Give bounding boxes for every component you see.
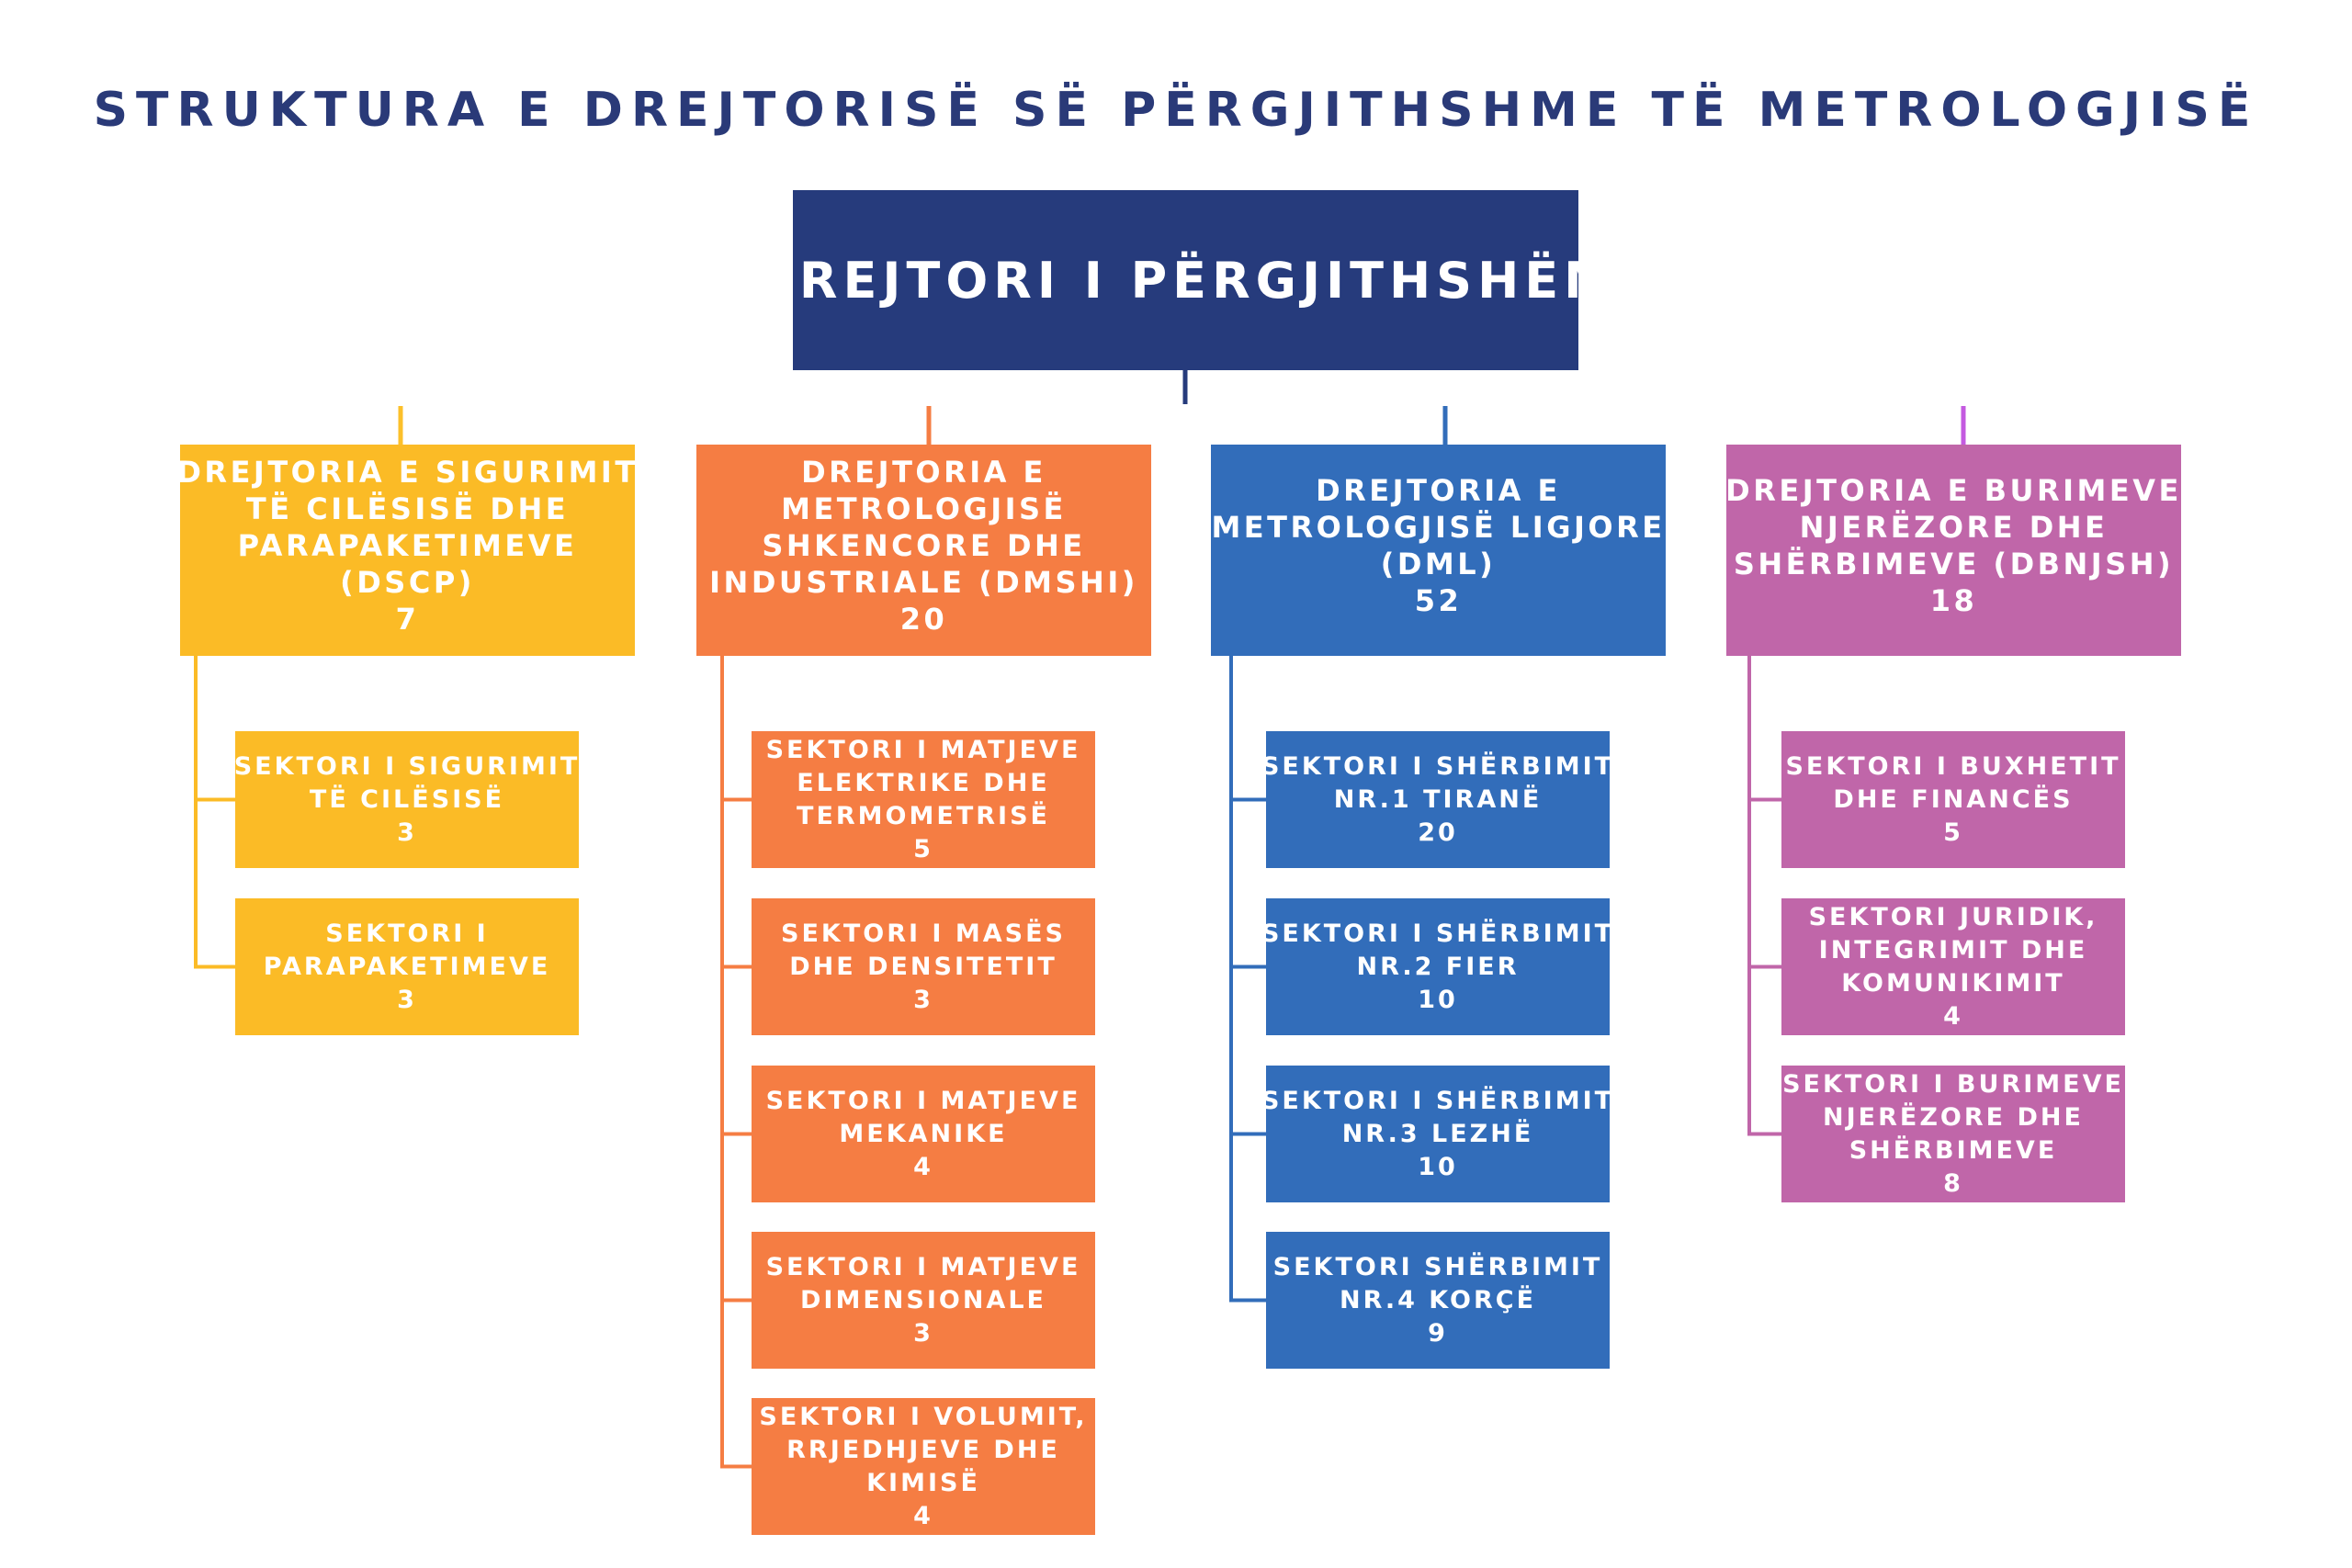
directorate-name-line: DREJTORIA E SIGURIMIT <box>176 455 639 490</box>
sector-name-line: KIMISË <box>866 1468 980 1497</box>
sector-name-line: SEKTORI I <box>325 919 489 948</box>
sector-name-line: DIMENSIONALE <box>800 1285 1046 1314</box>
sector-box: SEKTORI I MATJEVE ELEKTRIKE DHE TERMOMETRI… <box>752 731 1095 868</box>
directorate-staff-count: 20 <box>899 602 948 637</box>
sector-staff-count: 8 <box>1943 1168 1963 1198</box>
sector-box: SEKTORI SHËRBIMIT NR.4 KORÇË 9 <box>1266 1232 1610 1369</box>
sector-name-line: NR.4 KORÇË <box>1339 1285 1537 1314</box>
sector-name-line: SEKTORI I VOLUMIT, <box>759 1402 1088 1431</box>
sector-name-line: SEKTORI I MASËS <box>781 919 1066 948</box>
sector-name-line: SEKTORI I SHËRBIMIT <box>1261 751 1615 781</box>
sector-name-line: SEKTORI I MATJEVE <box>765 1252 1081 1281</box>
sector-staff-count: 5 <box>1943 818 1963 847</box>
sector-staff-count: 10 <box>1418 985 1458 1014</box>
directorate-name-line: METROLOGJISË LIGJORE <box>1211 510 1666 545</box>
directorate-name-line: DREJTORIA E BURIMEVE <box>1725 473 2182 508</box>
directorate-name-line: PARAPAKETIMEVE <box>237 528 578 563</box>
sector-name-line: SEKTORI I SIGURIMIT <box>233 751 581 781</box>
sector-staff-count: 10 <box>1418 1152 1458 1181</box>
sector-name-line: RRJEDHJEVE DHE <box>786 1435 1060 1464</box>
sector-staff-count: 4 <box>1943 1001 1963 1031</box>
sector-box: SEKTORI I VOLUMIT, RRJEDHJEVE DHE KIMISË 4 <box>752 1398 1095 1535</box>
general-director-label: DREJTORI I PËRGJITHSHËM <box>752 251 1619 310</box>
sector-name-line: SEKTORI I MATJEVE <box>765 735 1081 764</box>
directorate-name-line: INDUSTRIALE (DMSHI) <box>709 565 1138 600</box>
directorate-staff-count: 7 <box>395 602 420 637</box>
sector-name-line: INTEGRIMIT DHE <box>1818 935 2088 964</box>
sector-name-line: TERMOMETRISË <box>797 801 1050 830</box>
sector-staff-count: 4 <box>913 1501 933 1530</box>
directorate-staff-count: 52 <box>1414 583 1463 618</box>
sector-name-line: DHE FINANCËS <box>1833 784 2074 814</box>
sector-staff-count: 5 <box>913 834 933 863</box>
sector-staff-count: 3 <box>397 818 417 847</box>
sector-name-line: ELEKTRIKE DHE <box>797 768 1050 797</box>
sector-name-line: NR.2 FIER <box>1356 952 1520 981</box>
sector-name-line: NJERËZORE DHE <box>1823 1102 2084 1132</box>
sector-staff-count: 3 <box>397 985 417 1014</box>
sector-name-line: SEKTORI SHËRBIMIT <box>1272 1252 1603 1281</box>
directorate-name-line: (DML) <box>1380 547 1497 581</box>
sector-name-line: KOMUNIKIMIT <box>1841 968 2065 998</box>
sector-staff-count: 3 <box>913 1318 933 1348</box>
sector-name-line: SEKTORI I SHËRBIMIT <box>1261 919 1615 948</box>
directorate-name-line: DREJTORIA E <box>801 455 1046 490</box>
sector-name-line: TË CILËSISË <box>309 784 505 814</box>
sector-box: SEKTORI I MATJEVE MEKANIKE 4 <box>752 1066 1095 1202</box>
sector-staff-count: 9 <box>1428 1318 1448 1348</box>
directorate-name-line: NJERËZORE DHE <box>1799 510 2109 545</box>
general-director-box: DREJTORI I PËRGJITHSHËM <box>752 190 1613 370</box>
directorate-name-line: SHKENCORE DHE <box>762 528 1086 563</box>
directorate-staff-count: 18 <box>1929 583 1978 618</box>
sector-box: SEKTORI JURIDIK, INTEGRIMIT DHE KOMUNIKIMI… <box>1781 898 2125 1035</box>
directorate-name-line: (DSCP) <box>340 565 475 600</box>
directorate-name-line: DREJTORIA E <box>1316 473 1561 508</box>
sector-name-line: SEKTORI I SHËRBIMIT <box>1261 1086 1615 1115</box>
sector-name-line: PARAPAKETIMEVE <box>263 952 551 981</box>
sector-name-line: SEKTORI I BURIMEVE <box>1782 1069 2124 1099</box>
sector-staff-count: 20 <box>1418 818 1458 847</box>
sector-name-line: DHE DENSITETIT <box>789 952 1057 981</box>
sector-name-line: SHËRBIMEVE <box>1849 1135 2058 1165</box>
sector-box: SEKTORI I MATJEVE DIMENSIONALE 3 <box>752 1232 1095 1369</box>
page-title: STRUKTURA E DREJTORISË SË PËRGJITHSHME T… <box>93 83 2259 138</box>
sector-box: SEKTORI I PARAPAKETIMEVE 3 <box>235 898 579 1035</box>
sector-name-line: NR.3 LEZHË <box>1341 1119 1534 1148</box>
sector-name-line: SEKTORI JURIDIK, <box>1808 902 2098 931</box>
directorate-name-line: TË CILËSISË DHE <box>245 491 570 526</box>
sector-name-line: SEKTORI I MATJEVE <box>765 1086 1081 1115</box>
directorate-name-line: SHËRBIMEVE (DBNJSH) <box>1733 547 2175 581</box>
sector-name-line: NR.1 TIRANË <box>1333 784 1543 814</box>
sector-box: SEKTORI I MASËS DHE DENSITETIT 3 <box>752 898 1095 1035</box>
directorate-name-line: METROLOGJISË <box>781 491 1067 526</box>
sector-name-line: MEKANIKE <box>839 1119 1008 1148</box>
sector-staff-count: 3 <box>913 985 933 1014</box>
sector-staff-count: 4 <box>913 1152 933 1181</box>
sector-name-line: SEKTORI I BUXHETIT <box>1785 751 2121 781</box>
